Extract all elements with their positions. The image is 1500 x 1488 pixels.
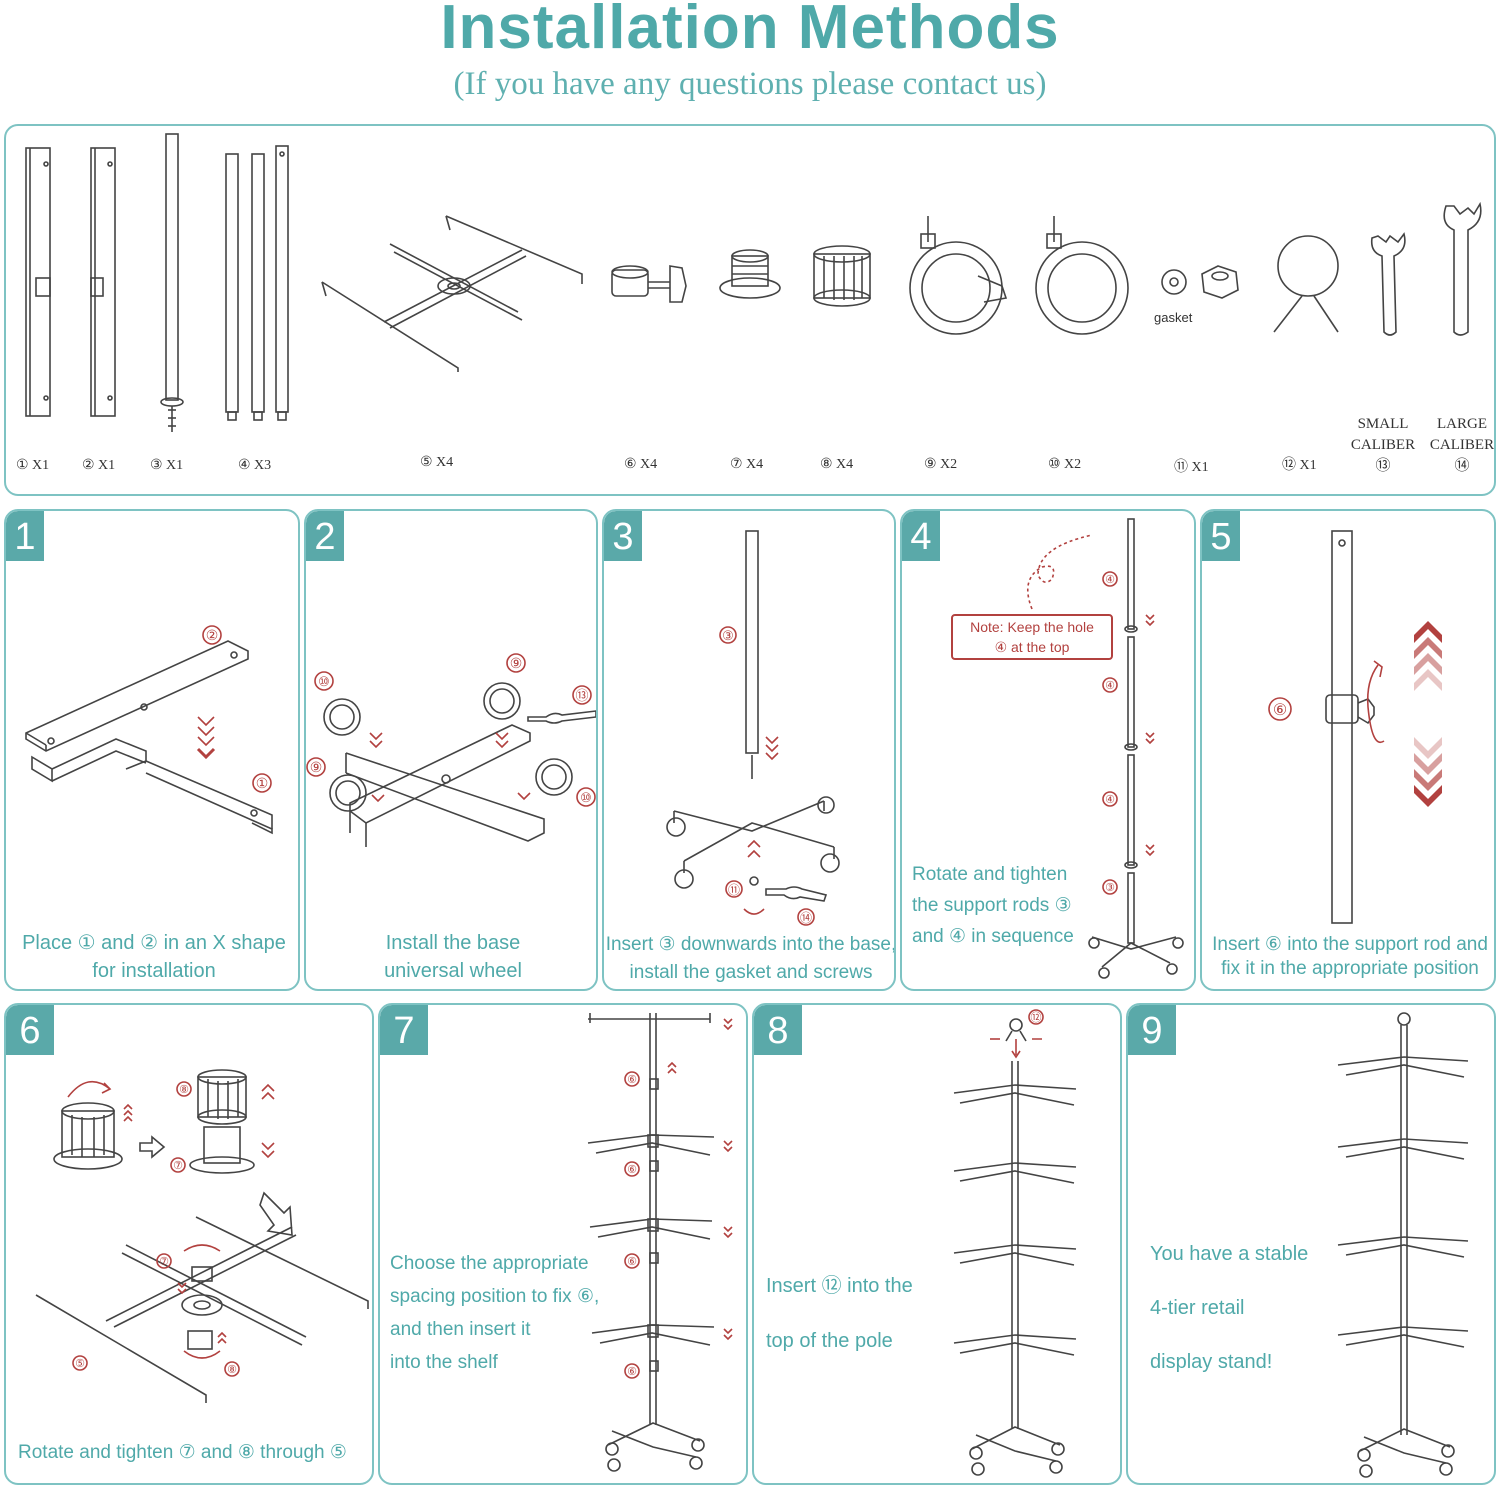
part-1-tube <box>25 147 51 417</box>
svg-text:②: ② <box>206 629 219 644</box>
step-2-number: 2 <box>306 511 344 561</box>
svg-text:⑪: ⑪ <box>728 883 740 897</box>
step-7-number: 7 <box>380 1005 428 1055</box>
step-8-number: 8 <box>754 1005 802 1055</box>
part-label-8: ⑧ X4 <box>820 457 854 472</box>
step-3-panel: 3 ③ ⑪ ⑭ Insert ③ downwards into the base… <box>602 509 896 991</box>
svg-text:⑩: ⑩ <box>318 674 330 689</box>
part-label-7: ⑦ X4 <box>730 457 764 472</box>
part-label-3: ③ X1 <box>150 458 184 473</box>
step-9-drawing <box>1337 1012 1469 1478</box>
svg-text:⑩: ⑩ <box>580 790 592 805</box>
part-11-gasket-nut <box>1161 265 1239 299</box>
svg-text:⑨: ⑨ <box>510 657 523 672</box>
part-9-brake-wheel <box>909 216 1008 335</box>
svg-text:⑧: ⑧ <box>227 1364 237 1376</box>
svg-text:⑫: ⑫ <box>1031 1011 1042 1024</box>
step-1-drawing: ② ① <box>25 625 273 835</box>
part-label-9: ⑨ X2 <box>924 457 958 472</box>
part-10-wheel <box>1035 216 1129 335</box>
svg-text:⑥: ⑥ <box>1273 702 1287 719</box>
svg-text:⑬: ⑬ <box>575 688 588 703</box>
step-5-number: 5 <box>1202 511 1240 561</box>
part-label-4: ④ X3 <box>238 458 272 473</box>
part-5-arm-frame <box>321 215 583 372</box>
step-3-drawing: ③ ⑪ ⑭ <box>666 530 840 926</box>
part-label-6: ⑥ X4 <box>624 457 658 472</box>
svg-text:④: ④ <box>1105 680 1115 692</box>
step-1-number: 1 <box>6 511 44 561</box>
svg-text:①: ① <box>256 777 269 792</box>
part-3-pole <box>160 133 184 432</box>
part-13-small-wrench <box>1370 232 1406 336</box>
parts-panel: ① X1 ② X1 ③ X1 ④ X3 ⑤ X4 ⑥ X4 ⑦ X4 ⑧ X4 … <box>4 124 1496 496</box>
step-6-drawing: ⑧ ⑦ ⑦ ⑧ ⑤ <box>35 1069 369 1403</box>
step-4-drawing: ④ ④ ④ ③ <box>1026 518 1184 979</box>
svg-text:⑥: ⑥ <box>627 1164 637 1176</box>
parts-drawing <box>25 133 1482 432</box>
page-subtitle: (If you have any questions please contac… <box>453 66 1047 102</box>
step-6-panel: 6 ⑧ ⑦ ⑦ ⑧ ⑤ Rotate and tighten ⑦ and ⑧ t… <box>4 1003 374 1485</box>
svg-text:⑨: ⑨ <box>310 761 323 776</box>
svg-text:⑭: ⑭ <box>800 911 812 925</box>
svg-text:③: ③ <box>1105 882 1115 894</box>
svg-text:⑤: ⑤ <box>75 1358 85 1370</box>
part-14-large-wrench <box>1443 201 1482 336</box>
part-label-1: ① X1 <box>16 458 50 473</box>
svg-text:③: ③ <box>722 628 734 643</box>
part-label-11: ⑪ X1 <box>1174 460 1209 475</box>
part-label-2: ② X1 <box>82 458 116 473</box>
part-label-5: ⑤ X4 <box>420 455 454 470</box>
part-6-clamp <box>611 265 687 303</box>
svg-text:⑧: ⑧ <box>179 1084 189 1096</box>
step-3-number: 3 <box>604 511 642 561</box>
part-2-tube <box>90 147 116 417</box>
step-4-number: 4 <box>902 511 940 561</box>
svg-text:⑦: ⑦ <box>173 1160 183 1172</box>
part-label-12: ⑫ X1 <box>1282 458 1317 473</box>
svg-text:⑥: ⑥ <box>627 1256 637 1268</box>
svg-text:⑥: ⑥ <box>627 1074 637 1086</box>
part-12-top-ring <box>1273 235 1339 333</box>
step-5-drawing: ⑥ <box>1268 530 1442 924</box>
part-7-threaded-cap <box>719 249 781 299</box>
step-3-caption: Insert ③ downwards into the base,install… <box>605 934 896 983</box>
gasket-label: gasket <box>1154 310 1193 325</box>
step-7-drawing: ⑥ ⑥ ⑥ ⑥ <box>587 1013 733 1472</box>
step-6-number: 6 <box>6 1005 54 1055</box>
part-4-rods <box>225 145 289 421</box>
step-6-caption: Rotate and tighten ⑦ and ⑧ through ⑤ <box>18 1442 347 1463</box>
step-8-drawing: ⑫ <box>953 1009 1077 1476</box>
page-title: Installation Methods <box>440 0 1060 62</box>
svg-text:④: ④ <box>1105 794 1115 806</box>
part-8-ribbed-cap <box>813 245 871 307</box>
svg-text:⑥: ⑥ <box>627 1366 637 1378</box>
step-2-drawing: ⑩ ⑨ ⑬ ⑨ ⑩ <box>306 653 596 847</box>
svg-text:④: ④ <box>1105 574 1115 586</box>
part-label-10: ⑩ X2 <box>1048 457 1082 472</box>
step-9-number: 9 <box>1128 1005 1176 1055</box>
svg-text:⑦: ⑦ <box>159 1256 169 1268</box>
